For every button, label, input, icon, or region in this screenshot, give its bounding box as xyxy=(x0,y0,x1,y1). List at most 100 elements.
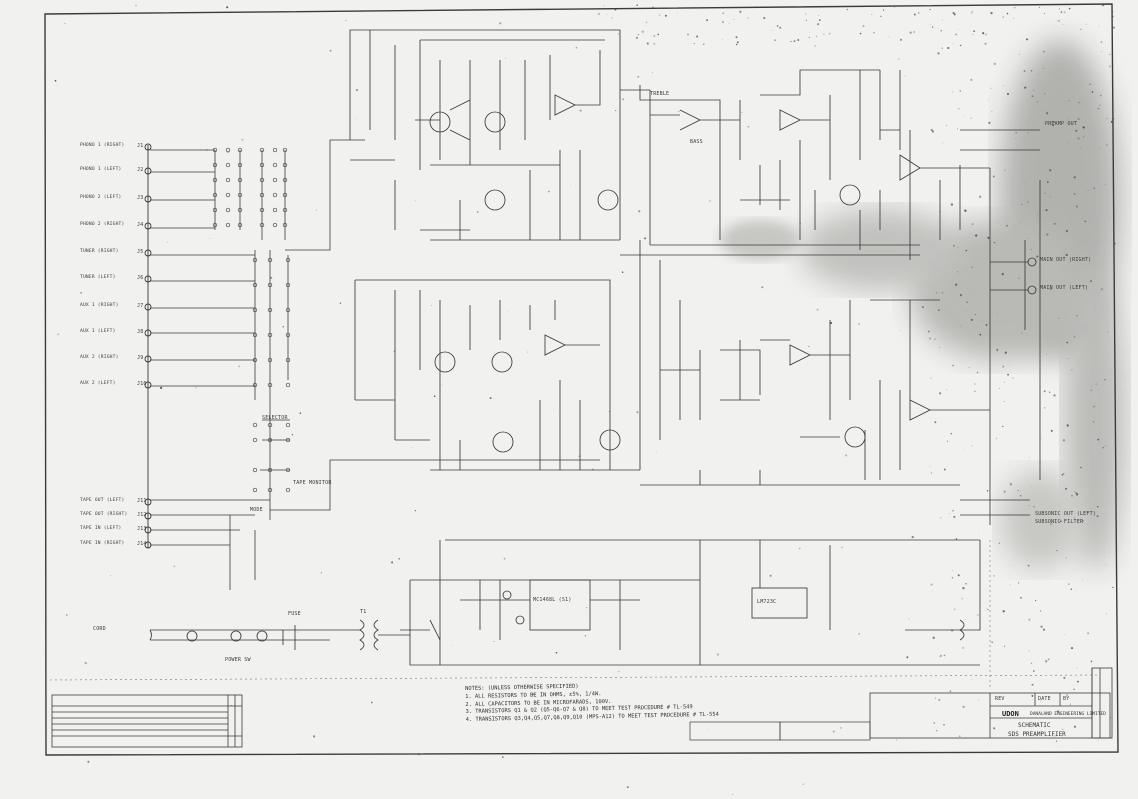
speck xyxy=(1027,564,1030,567)
speck xyxy=(1059,8,1060,10)
speck xyxy=(1031,683,1034,686)
speck xyxy=(904,75,906,77)
switch-contact xyxy=(272,207,278,213)
speck xyxy=(1056,710,1060,713)
speck xyxy=(692,6,694,8)
switch-contact xyxy=(225,147,231,153)
speck xyxy=(1036,101,1038,103)
speck xyxy=(949,690,952,692)
speck xyxy=(953,13,956,16)
speck xyxy=(1017,489,1019,492)
power-supply xyxy=(149,539,981,666)
speck xyxy=(1044,93,1046,95)
speck xyxy=(1095,383,1097,385)
speck xyxy=(972,33,974,35)
speck xyxy=(687,33,689,36)
speck xyxy=(527,351,529,353)
speck xyxy=(1082,126,1085,129)
speck xyxy=(370,701,373,704)
speck xyxy=(1112,117,1115,120)
speck xyxy=(747,125,750,128)
speck xyxy=(1070,218,1072,219)
speck xyxy=(1062,24,1064,25)
speck xyxy=(1043,50,1045,53)
speck xyxy=(931,26,934,28)
speck xyxy=(66,614,68,616)
speck xyxy=(984,42,987,45)
speck xyxy=(1042,628,1046,631)
speck xyxy=(942,142,944,144)
speck xyxy=(1043,67,1045,69)
speck xyxy=(913,31,915,33)
speck xyxy=(959,294,963,297)
speck xyxy=(1045,209,1048,212)
speck xyxy=(1027,131,1030,134)
speck xyxy=(1061,474,1064,476)
speck xyxy=(953,515,956,518)
speck xyxy=(1075,129,1078,132)
speck xyxy=(1066,341,1068,344)
speck xyxy=(970,318,973,321)
speck xyxy=(653,34,656,37)
speck xyxy=(947,47,950,49)
speck xyxy=(241,138,244,141)
jack-id-label: J11 xyxy=(137,498,147,504)
speck xyxy=(508,311,509,313)
speck xyxy=(1013,17,1014,19)
speck xyxy=(1112,26,1115,29)
speck xyxy=(493,641,495,642)
speck xyxy=(951,629,954,632)
speck xyxy=(929,8,931,11)
switch-contact xyxy=(285,282,291,288)
speck xyxy=(1073,335,1076,338)
speck xyxy=(1060,11,1063,13)
speck xyxy=(414,200,416,202)
speck xyxy=(1053,394,1056,397)
speck xyxy=(973,30,975,33)
speck xyxy=(1002,85,1004,87)
speck xyxy=(1047,658,1050,661)
switch-contact xyxy=(252,487,258,493)
input-jack-label: AUX 1 (LEFT) xyxy=(80,329,116,334)
speck xyxy=(1087,190,1089,192)
switch-contact xyxy=(285,422,291,428)
speck xyxy=(880,15,882,18)
speck xyxy=(578,455,581,458)
speck xyxy=(1064,487,1068,490)
speck xyxy=(1001,129,1002,131)
speck xyxy=(1049,391,1051,393)
speck xyxy=(859,32,862,35)
speck xyxy=(1112,586,1114,589)
speck xyxy=(959,90,961,92)
speck xyxy=(716,44,718,46)
switch-contacts xyxy=(212,147,291,493)
speck xyxy=(930,24,931,26)
input-jack-label: PHONO 2 (RIGHT) xyxy=(80,222,125,227)
speck xyxy=(1006,224,1008,227)
speck xyxy=(1031,486,1033,488)
switch-contact xyxy=(267,422,273,428)
speck xyxy=(990,87,992,89)
speck xyxy=(1092,421,1095,423)
switch-contact xyxy=(237,177,243,183)
speck xyxy=(776,25,779,27)
speck xyxy=(1015,131,1018,134)
speck xyxy=(823,33,825,35)
speck xyxy=(933,722,935,724)
speck xyxy=(270,276,273,279)
speck xyxy=(707,729,708,731)
speck xyxy=(996,349,999,351)
speck xyxy=(819,19,821,21)
speck xyxy=(1046,233,1049,236)
speck xyxy=(312,735,316,738)
speck xyxy=(1026,39,1028,41)
speck xyxy=(1067,358,1069,359)
speck xyxy=(613,28,615,30)
approval-block xyxy=(689,721,871,741)
speck xyxy=(862,25,865,27)
speck xyxy=(1030,662,1033,665)
speck xyxy=(956,271,959,273)
speck xyxy=(935,697,937,699)
switch-contact xyxy=(252,437,258,443)
selector-switch-area xyxy=(150,139,600,590)
